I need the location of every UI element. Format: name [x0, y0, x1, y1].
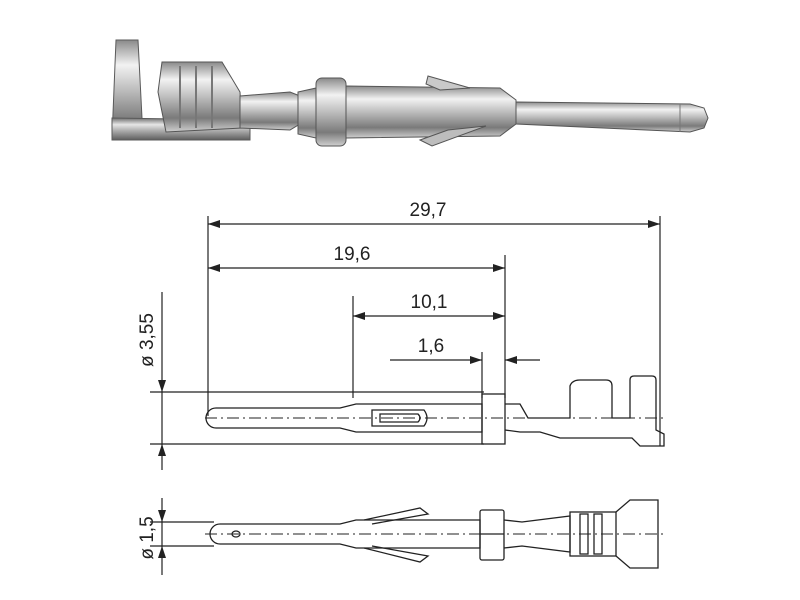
side-slot-inner [379, 413, 421, 423]
photo-pin [515, 101, 709, 133]
photo-neck [239, 91, 301, 131]
arrowhead [208, 220, 220, 228]
arrowhead [208, 264, 220, 272]
top-spring-lower [363, 545, 430, 563]
label-collar-diameter: ø 3,55 [137, 313, 158, 367]
side-collar [481, 393, 506, 445]
arrowhead [158, 546, 166, 558]
photo-collar [315, 77, 347, 147]
top-view-drawing [205, 499, 664, 569]
arrowhead [158, 510, 166, 522]
photo-crimp-barrel [157, 61, 243, 133]
label-slot-length: 10,1 [411, 292, 448, 313]
top-crimp-barrel [569, 511, 617, 557]
arrowheads [158, 220, 660, 558]
arrowhead [158, 380, 166, 392]
photo-spring-top [425, 75, 471, 91]
label-overall-length: 29,7 [410, 200, 447, 221]
arrowhead [470, 356, 482, 364]
photo-body [297, 87, 317, 139]
side-rear-body [504, 375, 665, 447]
arrowhead [505, 356, 517, 364]
dimension-lines [150, 216, 661, 575]
arrowhead [158, 444, 166, 456]
arrowhead [493, 312, 505, 320]
photo-body-main [345, 85, 517, 139]
top-spring-upper [363, 507, 430, 525]
label-collar-width: 1,6 [418, 336, 444, 357]
top-collar [479, 509, 505, 561]
label-pin-diameter: ø 1,5 [137, 516, 158, 559]
contact-pin-photo [111, 39, 709, 147]
arrowhead [493, 264, 505, 272]
arrowhead [648, 220, 660, 228]
side-view-drawing [205, 375, 665, 447]
top-rear-flap [615, 499, 659, 569]
side-slot-outline [371, 409, 428, 427]
photo-spring-bottom [418, 125, 487, 147]
label-pin-to-collar: 19,6 [334, 244, 371, 265]
arrowhead [353, 312, 365, 320]
